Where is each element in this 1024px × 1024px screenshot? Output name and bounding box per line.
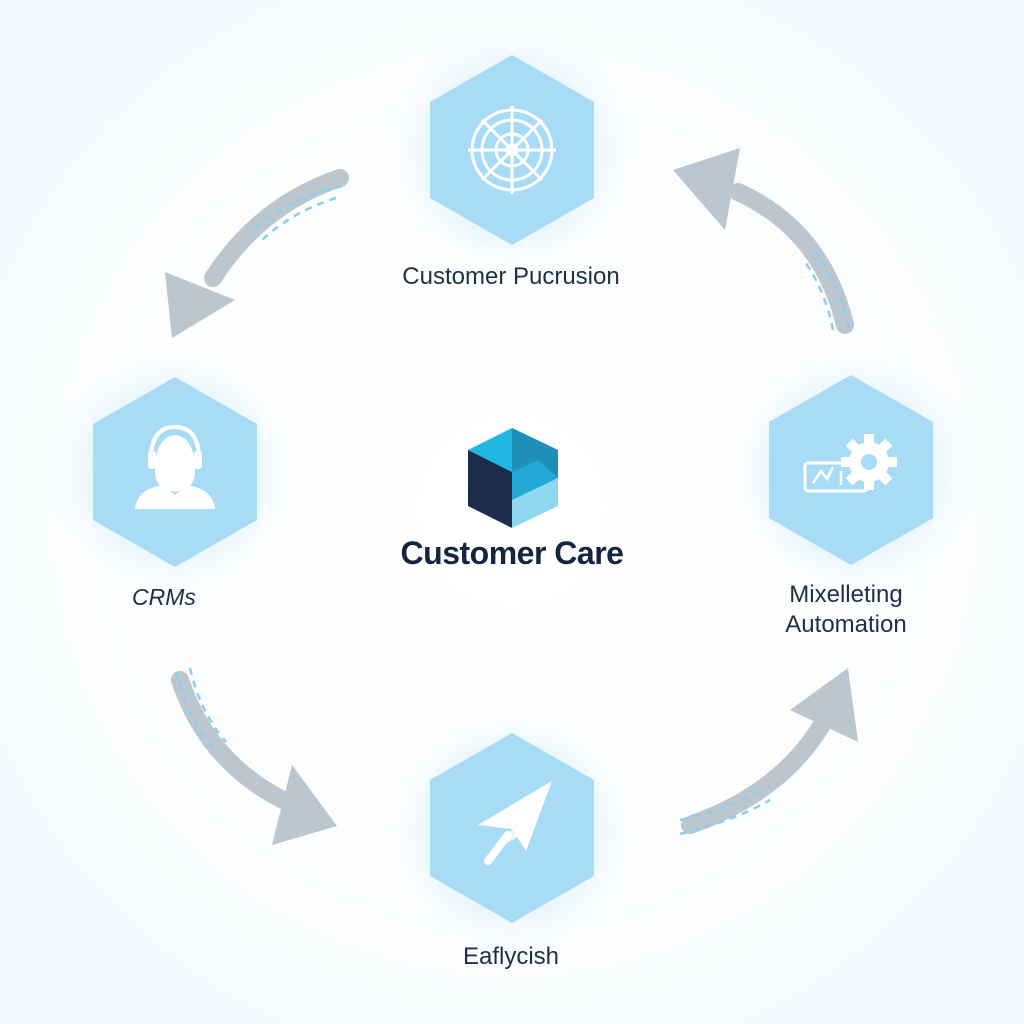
cube-logo-icon — [468, 428, 558, 528]
headset-agent-icon — [135, 424, 215, 509]
hexagon-shape — [430, 733, 594, 923]
hexagon-shape — [430, 55, 594, 245]
hexagon-shape — [769, 375, 933, 565]
node-bottom[interactable] — [430, 733, 594, 923]
node-left[interactable] — [93, 377, 257, 567]
target-compass-icon — [468, 106, 556, 194]
paper-plane-icon — [478, 781, 552, 865]
node-bottom-label: Eaflycish — [462, 943, 560, 970]
hexagon-shape — [93, 377, 257, 567]
node-top-label: Customer Pucrusion — [402, 263, 620, 290]
arrow-bottom-right — [679, 668, 858, 836]
arrow-bottom-left — [171, 667, 337, 845]
node-right[interactable] — [769, 375, 933, 565]
node-right-label-line2: Automation — [785, 611, 907, 638]
center-title: Customer Care — [400, 535, 624, 571]
arrow-top-right — [673, 148, 854, 334]
node-right-label: Mixelleting Automation — [746, 580, 946, 640]
node-left-label: CRMs — [132, 584, 196, 610]
arrow-top-left — [165, 169, 349, 338]
node-right-label-line1: Mixelleting — [789, 581, 903, 608]
node-top[interactable] — [430, 55, 594, 245]
